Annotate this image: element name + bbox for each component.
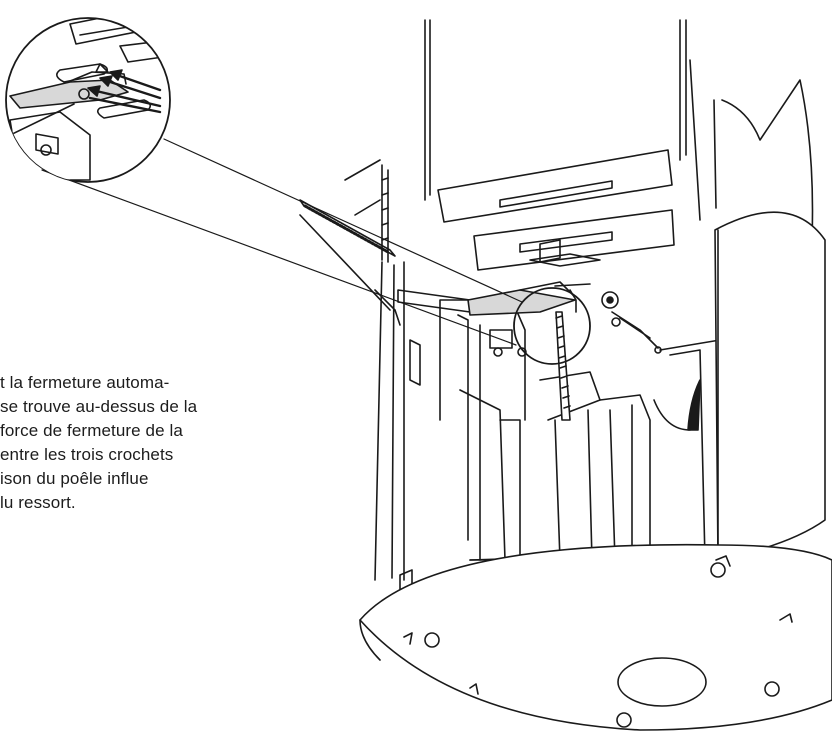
detail-connector-line <box>41 138 523 346</box>
spring-icon <box>555 311 571 421</box>
caption-line: ison du poêle influe <box>0 469 149 488</box>
right-column <box>714 211 826 561</box>
caption-line: entre les trois crochets <box>0 445 174 464</box>
left-door-edge <box>299 159 401 326</box>
spring-assembly <box>467 281 662 421</box>
instruction-text-block: t la fermeture automa- se trouve au-dess… <box>0 371 300 515</box>
caption-line: se trouve au-dessus de la <box>0 397 198 416</box>
base-plate <box>359 543 832 731</box>
caption-line: force de fermeture de la <box>0 421 183 440</box>
upper-slot <box>437 149 673 223</box>
middle-slot <box>473 209 675 271</box>
stove-body <box>299 19 832 731</box>
caption-line: t la fermeture automa- <box>0 373 170 392</box>
zoom-detail-circle <box>5 17 171 183</box>
zoom-target-circle <box>513 287 591 365</box>
arrow-icon <box>87 69 162 114</box>
caption-line: lu ressort. <box>0 493 76 512</box>
